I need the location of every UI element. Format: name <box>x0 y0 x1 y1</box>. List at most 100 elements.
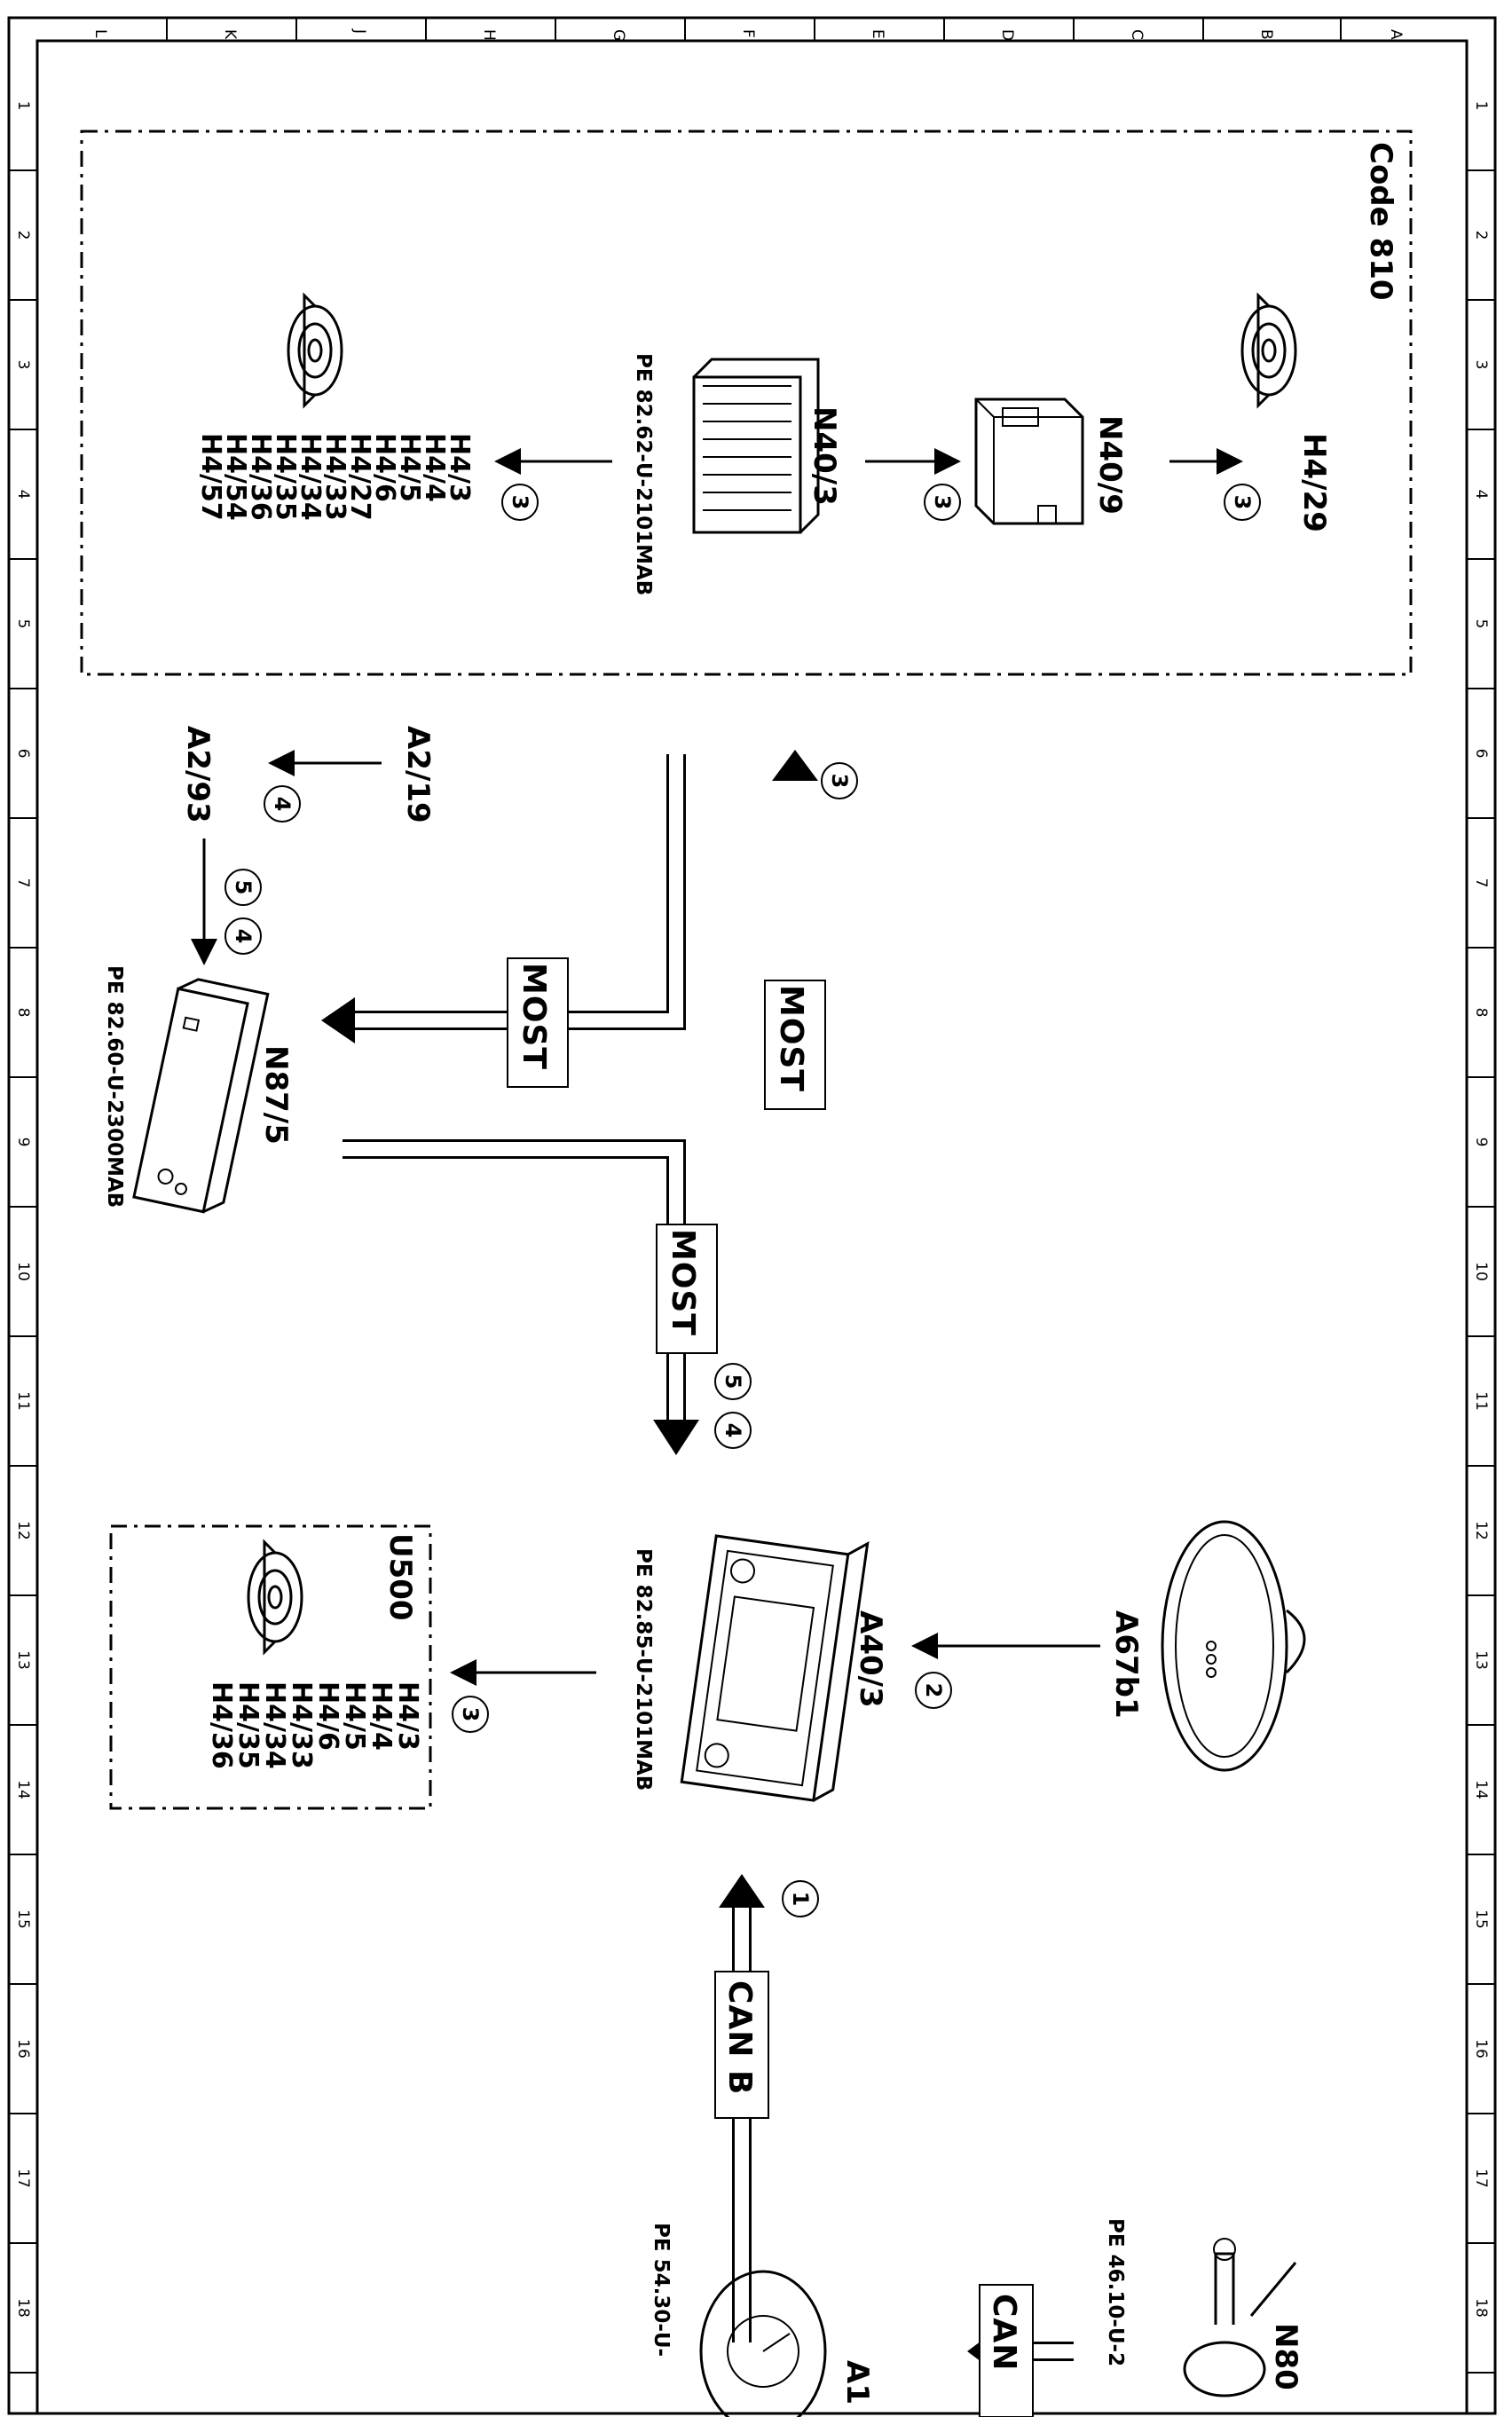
row-number-right-13: 13 <box>1472 1650 1490 1670</box>
row-number-right-11: 11 <box>1472 1391 1490 1411</box>
switch-n80-icon <box>1183 2238 1297 2397</box>
h4-list-top: H4/3H4/4H4/5H4/6H4/27H4/33H4/34H4/35H4/3… <box>195 433 475 521</box>
most-label-box-1 <box>764 980 826 1110</box>
row-number-right-16: 16 <box>1472 2039 1490 2059</box>
label-a40-3: A40/3 <box>853 1610 888 1708</box>
label-h4-29: H4/29 <box>1296 433 1332 532</box>
marker-4-a2-b: 4 <box>224 917 262 955</box>
head-unit-a40-3-icon <box>680 1534 870 1802</box>
ref-n87-5: PE 82.60-U-2300MAB <box>103 965 126 1208</box>
h4-list-top-item-7: H4/35 <box>270 433 301 521</box>
amplifier-n40-3-icon <box>692 358 820 534</box>
code-810-box <box>80 130 1413 676</box>
label-n40-3: N40/3 <box>807 406 842 506</box>
h4-list-u500-item-3: H4/6 <box>312 1681 343 1751</box>
marker-3-h4-list: 3 <box>501 484 539 521</box>
h4-list-u500-item-0: H4/3 <box>392 1681 423 1751</box>
col-label-C: C <box>1128 29 1146 40</box>
col-label-B: B <box>1257 29 1275 40</box>
h4-list-top-item-8: H4/36 <box>245 433 276 521</box>
svg-text:3: 3 <box>827 774 852 789</box>
row-number-right-10: 10 <box>1472 1262 1490 1281</box>
row-number-left-5: 5 <box>14 619 32 629</box>
svg-text:3: 3 <box>1230 495 1255 510</box>
label-a67b1: A67b1 <box>1108 1610 1144 1719</box>
col-label-E: E <box>869 29 886 39</box>
can-b-arrow-up <box>719 1874 765 1908</box>
h4-list-u500-item-5: H4/34 <box>259 1681 290 1769</box>
inner-frame <box>35 39 1469 2415</box>
svg-text:1: 1 <box>788 1892 813 1907</box>
u500-box <box>109 1524 432 1810</box>
most-label-1: MOST <box>773 985 809 1092</box>
row-number-left-11: 11 <box>14 1391 32 1411</box>
svg-text:5: 5 <box>231 880 256 895</box>
marker-2: 2 <box>915 1672 952 1709</box>
h4-list-top-item-9: H4/54 <box>220 433 251 521</box>
row-number-left-16: 16 <box>14 2039 32 2059</box>
row-number-left-7: 7 <box>14 878 32 888</box>
instrument-cluster-a1-icon <box>699 2270 827 2417</box>
row-number-left-9: 9 <box>14 1138 32 1147</box>
svg-text:2: 2 <box>921 1683 946 1698</box>
row-number-left-8: 8 <box>14 1008 32 1018</box>
row-number-right-2: 2 <box>1472 231 1490 240</box>
h4-list-top-item-2: H4/5 <box>394 433 425 502</box>
row-number-left-12: 12 <box>14 1521 32 1540</box>
col-label-K: K <box>221 29 239 40</box>
module-n40-9-icon <box>974 398 1084 525</box>
speaker-u500-icon <box>247 1539 303 1656</box>
label-n40-9: N40/9 <box>1092 415 1128 515</box>
marker-3-n40-9: 3 <box>924 484 961 521</box>
can-partial-label: CAN <box>986 2294 1022 2371</box>
label-n87-5: N87/5 <box>258 1045 294 1145</box>
h4-list-u500-item-2: H4/5 <box>339 1681 370 1751</box>
row-number-right-3: 3 <box>1472 360 1490 370</box>
marker-3-most: 3 <box>821 762 858 799</box>
h4-list-top-item-1: H4/4 <box>419 433 450 502</box>
row-number-right-17: 17 <box>1472 2169 1490 2188</box>
h4-list-top-item-5: H4/33 <box>319 433 350 521</box>
marker-4-a2: 4 <box>264 785 301 823</box>
col-label-D: D <box>998 29 1016 41</box>
col-label-A: A <box>1387 29 1405 40</box>
h4-list-u500-item-1: H4/4 <box>366 1681 397 1751</box>
ref-a40-3: PE 82.85-U-2101MAB <box>632 1548 655 1791</box>
h4-list-top-item-0: H4/3 <box>444 433 475 502</box>
svg-text:4: 4 <box>721 1423 745 1438</box>
most-label-3: MOST <box>665 1229 701 1336</box>
code-810-label: Code 810 <box>1363 142 1398 301</box>
speaker-h4-29-icon <box>1240 292 1297 409</box>
row-number-right-15: 15 <box>1472 1909 1490 1929</box>
svg-text:3: 3 <box>508 495 532 510</box>
label-n80: N80 <box>1268 2323 1303 2390</box>
row-number-left-15: 15 <box>14 1909 32 1929</box>
row-number-right-1: 1 <box>1472 101 1490 111</box>
u500-label: U500 <box>382 1533 418 1621</box>
row-number-right-5: 5 <box>1472 619 1490 629</box>
module-n87-5-icon <box>132 978 270 1214</box>
row-number-left-4: 4 <box>14 490 32 500</box>
row-number-left-10: 10 <box>14 1262 32 1281</box>
label-a2-93: A2/93 <box>180 726 216 823</box>
marker-3-h4-29: 3 <box>1224 484 1261 521</box>
most-arrow-down <box>653 1420 699 1455</box>
row-number-right-4: 4 <box>1472 490 1490 500</box>
row-number-right-14: 14 <box>1472 1780 1490 1799</box>
row-number-left-3: 3 <box>14 360 32 370</box>
speaker-h4-list-icon <box>287 292 343 409</box>
svg-text:4: 4 <box>231 929 256 944</box>
row-number-right-8: 8 <box>1472 1008 1490 1018</box>
label-a1: A1 <box>839 2360 875 2405</box>
column-index-strip: L K J H G F E D C B A <box>91 18 1405 41</box>
most-label-box-3 <box>656 1224 718 1354</box>
col-label-F: F <box>739 29 757 38</box>
col-label-H: H <box>480 29 498 41</box>
can-b-label: CAN B <box>721 1980 758 2095</box>
ref-n40-3: PE 82.62-U-2101MAB <box>632 353 655 595</box>
col-label-L: L <box>91 29 109 38</box>
label-a2-19: A2/19 <box>400 726 436 823</box>
